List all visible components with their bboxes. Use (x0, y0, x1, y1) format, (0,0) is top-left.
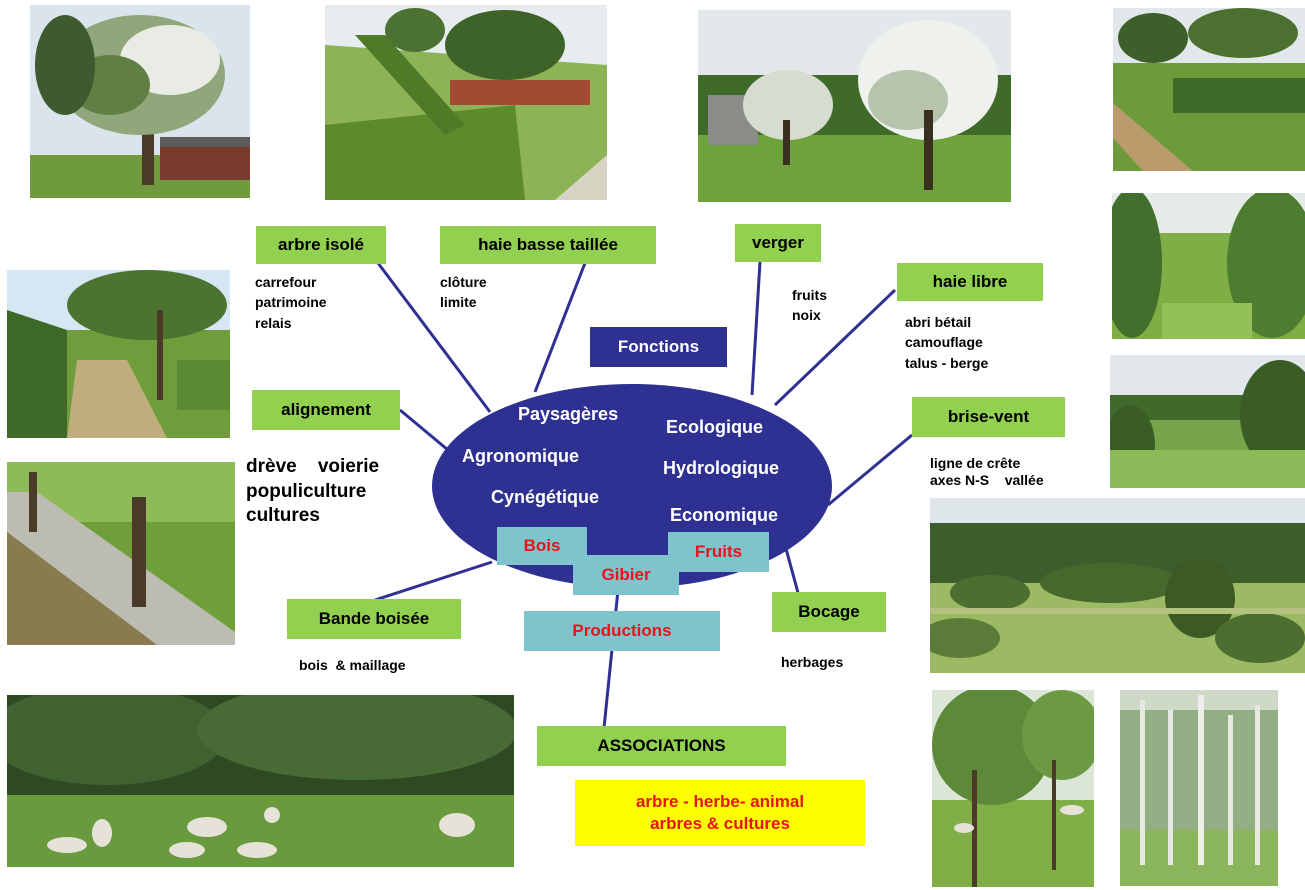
notes-haie-basse: clôture limite (440, 272, 487, 313)
photo-tree-planting (7, 462, 235, 645)
photo-hedge-path (7, 270, 230, 438)
node-haie-basse-taillee: haie basse taillée (440, 226, 656, 264)
product-fruits: Fruits (668, 532, 769, 572)
note-line: drève voierie (246, 456, 380, 477)
note-line: relais (255, 314, 292, 331)
line-bocage (783, 544, 802, 601)
notes-verger: fruits noix (792, 285, 827, 326)
photo-path-hedge (1113, 8, 1305, 171)
line-haie-basse (533, 262, 587, 393)
node-haie-libre: haie libre (897, 263, 1043, 301)
notes-brise-vent: ligne de crête axes N-S vallée (930, 455, 1044, 489)
note-line: patrimoine (255, 294, 327, 311)
node-alignement: alignement (252, 390, 400, 430)
productions-label: Productions (524, 611, 720, 651)
node-verger: verger (735, 224, 821, 262)
note-line: ligne de crête (930, 455, 1021, 471)
notes-bande-boisee: bois & maillage (299, 655, 406, 675)
function-agronomique: Agronomique (462, 446, 579, 466)
function-economique: Economique (670, 505, 779, 525)
line-haie-libre (773, 288, 897, 407)
note-line: clôture (440, 274, 487, 290)
line-alignement (399, 408, 449, 452)
function-ecologique: Ecologique (666, 417, 764, 437)
node-arbre-isole: arbre isolé (256, 226, 386, 264)
note-line: populiculture (246, 480, 367, 502)
note-line: abri bétail (905, 314, 972, 330)
function-hydrologique: Hydrologique (663, 458, 779, 478)
note-line: talus - berge (905, 354, 989, 371)
photo-bocage (930, 498, 1305, 673)
notes-haie-libre: abri bétail camouflage talus - berge (905, 312, 988, 373)
note-line: bois & maillage (299, 657, 406, 673)
note-line: carrefour (255, 274, 317, 290)
photo-young-trees-sheep (932, 690, 1094, 887)
functions-title: Fonctions (590, 327, 727, 367)
photo-poplar-plantation (1120, 690, 1278, 886)
note-line: noix (792, 307, 821, 324)
notes-alignement: drève voierie populiculture cultures (246, 455, 379, 529)
association-note: arbres & cultures (650, 814, 790, 833)
node-brise-vent: brise-vent (912, 397, 1065, 437)
note-line: limite (440, 294, 477, 311)
note-line: cultures (246, 505, 320, 527)
photo-green-field (1112, 193, 1305, 339)
note-line: camouflage (905, 334, 983, 351)
photo-valley (1110, 355, 1305, 488)
association-note: arbre - herbe- animal (635, 791, 805, 811)
photo-orchard (698, 10, 1011, 202)
note-line: herbages (781, 654, 844, 670)
function-cynegetique: Cynégétique (491, 487, 600, 507)
product-bois: Bois (497, 527, 587, 565)
node-bocage: Bocage (772, 592, 886, 632)
notes-arbre-isole: carrefour patrimoine relais (255, 272, 327, 333)
line-bande-boisee (374, 560, 493, 602)
line-verger (750, 261, 762, 396)
line-arbre-isole (376, 262, 492, 413)
photo-low-hedge (325, 5, 607, 200)
line-brise-vent (827, 433, 913, 507)
node-bande-boisee: Bande boisée (287, 599, 461, 639)
associations-notes: arbre - herbe- animal arbres & cultures (575, 780, 865, 846)
note-line: axes N-S vallée (930, 471, 1044, 488)
function-paysageres: Paysagères (518, 404, 619, 424)
notes-bocage: herbages (781, 652, 843, 672)
photo-grazing-goats (7, 695, 514, 867)
product-gibier: Gibier (573, 555, 679, 595)
photo-isolated-tree (30, 5, 250, 198)
node-associations: ASSOCIATIONS (537, 726, 786, 766)
note-line: fruits (792, 287, 827, 303)
